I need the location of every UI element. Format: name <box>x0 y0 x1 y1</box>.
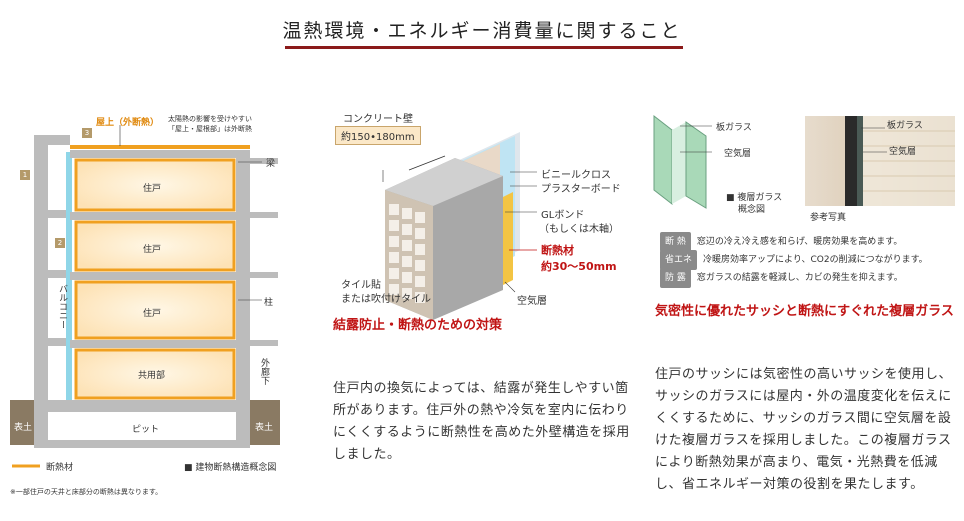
beam-label: 梁 <box>266 159 276 169</box>
concrete-label: コンクリート壁 <box>343 114 413 125</box>
glass-heading: 気密性に優れたサッシと断熱にすぐれた複層ガラス <box>655 304 954 319</box>
page-title: 温熱環境・エネルギー消費量に関すること <box>282 20 682 42</box>
glass-diagram-caption-2: 概念図 <box>738 205 766 215</box>
roof-note-2: 「屋上・屋根部」は外断熱 <box>168 125 252 133</box>
wall-heading: 結露防止・断熱のための対策 <box>333 318 503 333</box>
effect-badge: 防 露 <box>660 268 691 288</box>
roof-label: 屋上（外断熱） <box>96 118 160 128</box>
gl-bond-label: GLボンド <box>541 210 585 221</box>
legend-insulation: 断熱材 <box>46 463 74 473</box>
wall-layers-illustration <box>382 132 537 320</box>
wall-diagram: コンクリート壁 約150•180mm ビニールクロス プラスターボード GLボン… <box>325 100 645 330</box>
concrete-thickness-box: 約150•180mm <box>335 126 421 145</box>
soil-label-left: 表土 <box>14 423 33 433</box>
photo-frame-illustration <box>845 116 955 206</box>
plaster-board-label: プラスターボード <box>541 184 621 195</box>
insulation-label: 断熱材 <box>541 244 574 257</box>
effect-text: 窓ガラスの結露を軽減し、カビの発生を抑えます。 <box>696 273 903 283</box>
effect-text: 窓辺の冷え冷え感を和らげ、暖房効果を高めます。 <box>696 237 903 247</box>
marker-1: 1 <box>20 170 30 180</box>
photo-caption: 参考写真 <box>810 213 847 223</box>
glass-body: 住戸のサッシには気密性の高いサッシを使用し、サッシのガラスには屋内・外の温度変化… <box>655 367 953 492</box>
balcony-label: バルコニー <box>57 284 67 329</box>
photo-pane-label: 板ガラス <box>887 121 923 131</box>
marker-2: 2 <box>55 238 65 248</box>
air-layer-label: 空気層 <box>724 149 752 159</box>
insulation-thickness: 約30〜50mm <box>541 260 617 273</box>
double-glass-diagram <box>653 114 712 209</box>
effect-row: 省エネ冷暖房効率アップにより、CO2の削減につながります。 <box>660 250 960 270</box>
building-diagram: 3 1 2 屋上（外断熱） 太陽熱の影響を受けやすい 「屋上・屋根部」は外断熱 … <box>0 0 320 521</box>
tile-label-1: タイル貼 <box>341 280 381 291</box>
unit-label: 住戸 <box>143 245 162 255</box>
corridor-label: 外廊下 <box>259 358 269 385</box>
column-label: 柱 <box>264 298 274 308</box>
air-layer-label: 空気層 <box>517 296 547 307</box>
soil-label-right: 表土 <box>255 423 274 433</box>
photo-air-label: 空気層 <box>889 147 917 157</box>
effects-list: 断 熱窓辺の冷え冷え感を和らげ、暖房効果を高めます。 省エネ冷暖房効率アップによ… <box>660 232 960 288</box>
vinyl-cloth-label: ビニールクロス <box>541 170 611 181</box>
effect-row: 防 露窓ガラスの結露を軽減し、カビの発生を抑えます。 <box>660 268 960 288</box>
effect-row: 断 熱窓辺の冷え冷え感を和らげ、暖房効果を高めます。 <box>660 232 960 252</box>
building-cross-section <box>10 125 280 468</box>
legend-diagram: ■ 建物断熱構造概念図 <box>184 463 277 473</box>
glass-diagram-caption-1: ■ 複層ガラス <box>726 193 783 203</box>
wall-body: 住戸内の換気によっては、結露が発生しやすい箇所があります。住戸外の熱や冷気を室内… <box>333 381 630 462</box>
tile-label-2: または吹付けタイル <box>341 294 431 305</box>
effect-badge: 省エネ <box>660 250 698 270</box>
reference-photo: 板ガラス 空気層 <box>805 116 955 206</box>
gl-bond-alt-label: （もしくは木軸） <box>539 224 619 235</box>
marker-3: 3 <box>82 128 92 138</box>
unit-label: 住戸 <box>143 309 162 319</box>
footnote: ※一部住戸の天井と床部分の断熱は異なります。 <box>10 488 163 496</box>
glass-caption-text: 複層ガラス <box>737 193 783 203</box>
common-area-label: 共用部 <box>138 371 166 381</box>
unit-label: 住戸 <box>143 184 162 194</box>
pane-label: 板ガラス <box>716 123 752 133</box>
effect-text: 冷暖房効率アップにより、CO2の削減につながります。 <box>703 255 928 265</box>
pit-label: ピット <box>132 425 160 435</box>
title-underline <box>285 46 683 49</box>
roof-note-1: 太陽熱の影響を受けやすい <box>168 115 252 123</box>
effect-badge: 断 熱 <box>660 232 691 252</box>
